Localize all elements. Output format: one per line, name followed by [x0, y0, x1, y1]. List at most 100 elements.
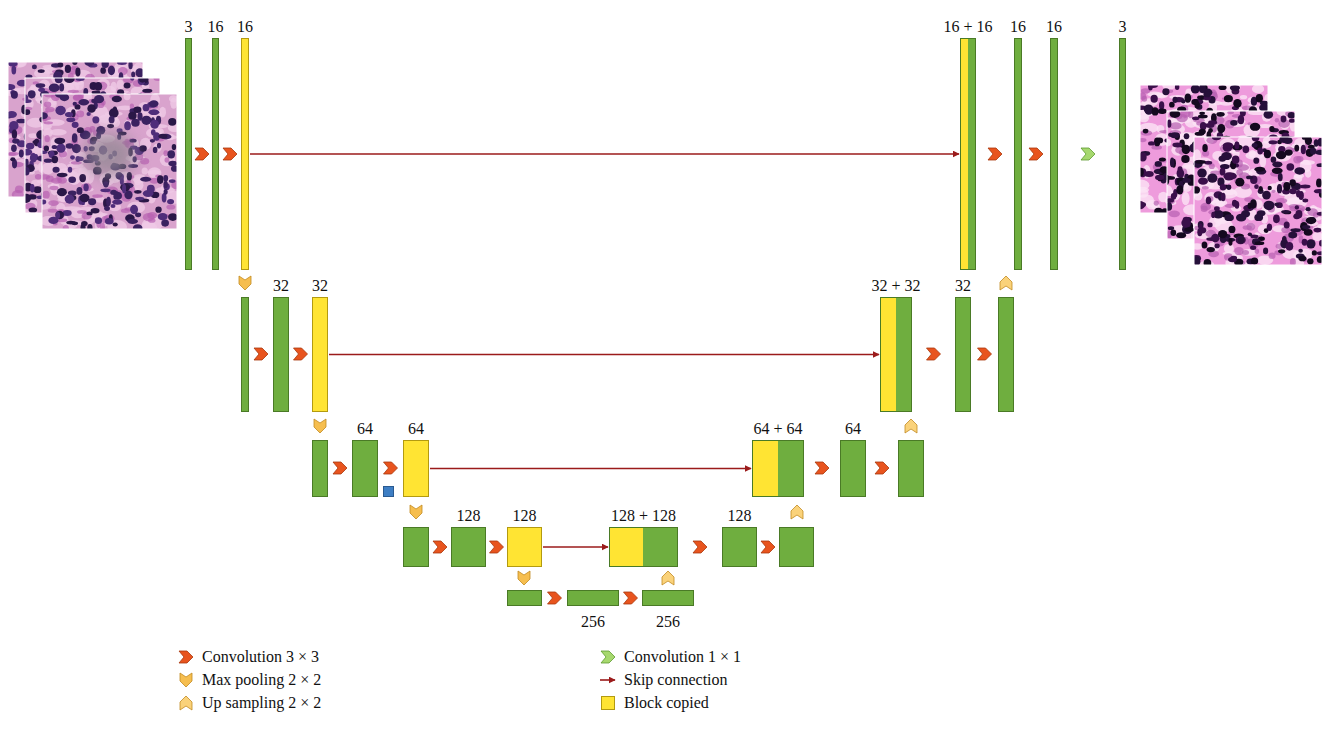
tissue-nucleus — [73, 102, 77, 106]
tissue-nucleus — [131, 72, 135, 78]
tissue-nucleus — [1168, 226, 1174, 230]
tissue-nucleus — [1159, 101, 1164, 109]
tissue-fiber — [1268, 183, 1282, 192]
tissue-cytoplasm — [121, 208, 130, 213]
tissue-cytoplasm — [140, 158, 149, 164]
tissue-nucleus — [72, 221, 78, 225]
tissue-nucleus — [1159, 158, 1166, 162]
tissue-nucleus — [76, 187, 82, 195]
tissue-nucleus — [1151, 95, 1158, 103]
tissue-image — [42, 94, 177, 229]
tissue-nucleus — [33, 186, 41, 193]
tissue-nucleus — [25, 109, 30, 115]
tissue-nucleus — [1238, 115, 1244, 124]
tissue-cytoplasm — [49, 186, 58, 190]
tissue-nucleus — [128, 62, 132, 69]
tissue-nucleus — [1219, 85, 1227, 90]
tissue-image — [1194, 137, 1322, 265]
tissue-nucleus — [12, 130, 17, 139]
tissue-nucleus — [68, 176, 76, 183]
tissue-nucleus — [1170, 229, 1176, 235]
tissue-nucleus — [55, 211, 64, 219]
tissue-cytoplasm — [63, 225, 69, 229]
tissue-cytoplasm — [1202, 186, 1209, 190]
tissue-border — [42, 94, 177, 229]
tissue-nucleus — [8, 111, 17, 118]
tissue-fiber — [1312, 232, 1322, 241]
tissue-cytoplasm — [45, 107, 54, 112]
tissue-nucleus — [1250, 123, 1261, 131]
tissue-nucleus — [28, 90, 36, 98]
tissue-nucleus — [1140, 202, 1146, 207]
tissue-nucleus — [55, 106, 65, 115]
tissue-cytoplasm — [1140, 93, 1146, 100]
tissue-cytoplasm — [82, 212, 92, 220]
tissue-nucleus — [1170, 158, 1174, 168]
tissue-cytoplasm — [51, 178, 62, 184]
tissue-nucleus — [87, 224, 92, 229]
tissue-nucleus — [57, 173, 68, 178]
tissue-cytoplasm — [8, 152, 19, 156]
tissue-nucleus — [55, 94, 65, 98]
tissue-nucleus — [135, 212, 141, 217]
tissue-nucleus — [57, 62, 63, 67]
tissue-nucleus — [124, 82, 131, 88]
tissue-nucleus — [65, 195, 75, 204]
tissue-nucleus — [150, 120, 159, 129]
tissue-nucleus — [108, 66, 115, 75]
tissue-nucleus — [49, 84, 60, 93]
tissue-nucleus — [135, 68, 143, 77]
tissue-nucleus — [158, 134, 167, 139]
tissue-cytoplasm — [1255, 249, 1259, 254]
tissue-nucleus — [148, 109, 159, 115]
tissue-cytoplasm — [1169, 210, 1180, 217]
tissue-nucleus — [85, 62, 95, 66]
tissue-nucleus — [1172, 143, 1182, 148]
tissue-nucleus — [141, 116, 151, 125]
tissue-nucleus — [1191, 85, 1200, 93]
tissue-nucleus — [79, 174, 86, 182]
tissue-nucleus — [30, 184, 35, 192]
tissue-nucleus — [36, 83, 46, 88]
tissue-nucleus — [68, 167, 72, 173]
tissue-nucleus — [1155, 175, 1164, 180]
tissue-nucleus — [1171, 193, 1176, 200]
tissue-fiber — [1258, 224, 1273, 234]
tissue-nucleus — [143, 104, 150, 111]
tissue-cytoplasm — [1170, 122, 1182, 129]
tissue-nucleus — [135, 197, 144, 201]
tissue-fiber — [1244, 123, 1261, 137]
tissue-nucleus — [57, 188, 67, 196]
tissue-nucleus — [113, 222, 118, 226]
tissue-nucleus — [155, 207, 161, 213]
tissue-nucleus — [100, 188, 110, 192]
tissue-cytoplasm — [42, 191, 49, 199]
tissue-nucleus — [32, 65, 37, 70]
tissue-cytoplasm — [1154, 201, 1159, 206]
tissue-nucleus — [133, 107, 140, 112]
tissue-nucleus — [1181, 155, 1189, 163]
tissue-cytoplasm — [1234, 247, 1243, 255]
tissue-cytoplasm — [48, 200, 59, 206]
tissue-cytoplasm — [92, 194, 103, 198]
tissue-cytoplasm — [165, 157, 170, 162]
tissue-nucleus — [1158, 109, 1167, 115]
tissue-nucleus — [147, 185, 155, 193]
tissue-nucleus — [134, 190, 142, 194]
tissue-nucleus — [1156, 138, 1163, 144]
tissue-nucleus — [87, 104, 95, 113]
tissue-nucleus — [107, 124, 114, 128]
tissue-nucleus — [153, 147, 158, 153]
tissue-nucleus — [1169, 102, 1175, 108]
tissue-nucleus — [1177, 169, 1185, 177]
tissue-nucleus — [137, 112, 142, 120]
tissue-nucleus — [120, 176, 124, 185]
tissue-ground — [1167, 111, 1295, 239]
tissue-nucleus — [102, 62, 109, 68]
tissue-nucleus — [151, 129, 156, 135]
tissue-nucleus — [168, 213, 177, 221]
tissue-nucleus — [1167, 202, 1172, 211]
tissue-cytoplasm — [73, 95, 83, 100]
tissue-nucleus — [104, 206, 110, 211]
tissue-nucleus — [75, 68, 80, 77]
